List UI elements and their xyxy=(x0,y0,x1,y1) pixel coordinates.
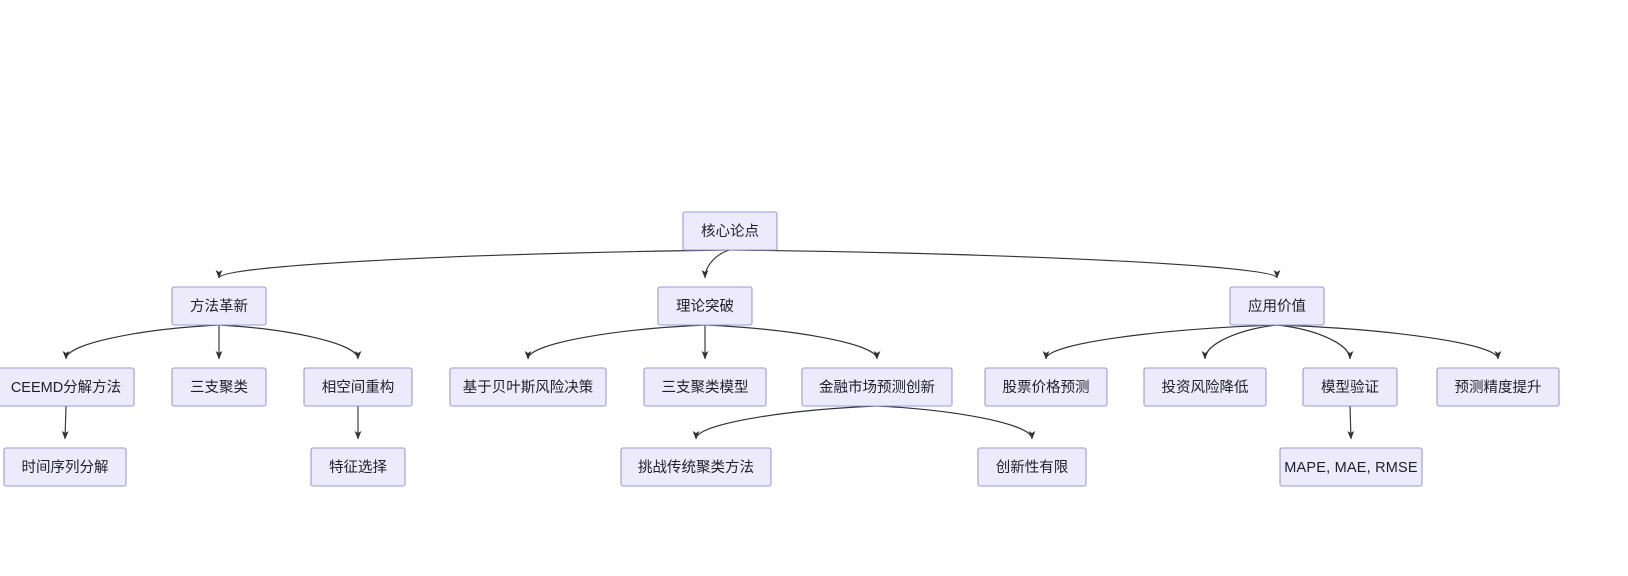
edge-l2f-to-l3c xyxy=(692,405,878,440)
node-root[interactable]: 核心论点 xyxy=(682,211,778,251)
edge-l2f-to-l3d xyxy=(876,405,1036,440)
node-l3c[interactable]: 挑战传统聚类方法 xyxy=(620,447,772,487)
node-box xyxy=(643,367,767,407)
node-box xyxy=(171,286,267,326)
node-box xyxy=(0,367,135,407)
node-l2i[interactable]: 模型验证 xyxy=(1302,367,1398,407)
node-box xyxy=(801,367,953,407)
node-l2j[interactable]: 预测精度提升 xyxy=(1436,367,1560,407)
node-box xyxy=(1436,367,1560,407)
node-l2f[interactable]: 金融市场预测创新 xyxy=(801,367,953,407)
edge-l2i-to-l3e xyxy=(1347,405,1355,440)
node-l1c[interactable]: 应用价值 xyxy=(1229,286,1325,326)
node-l3d[interactable]: 创新性有限 xyxy=(977,447,1087,487)
node-l2b[interactable]: 三支聚类 xyxy=(171,367,267,407)
edge-l1b-to-l2d xyxy=(524,324,706,360)
edge-l2a-to-l3a xyxy=(61,405,69,440)
edge-l1c-to-l2j xyxy=(1276,324,1502,360)
node-box xyxy=(303,367,413,407)
node-box xyxy=(657,286,753,326)
node-box xyxy=(977,447,1087,487)
node-l2c[interactable]: 相空间重构 xyxy=(303,367,413,407)
edge-l1c-to-l2g xyxy=(1042,324,1278,360)
node-box xyxy=(682,211,778,251)
edges-layer xyxy=(61,249,1502,440)
node-box xyxy=(310,447,406,487)
node-box xyxy=(171,367,267,407)
node-box xyxy=(620,447,772,487)
node-box xyxy=(1229,286,1325,326)
node-l3b[interactable]: 特征选择 xyxy=(310,447,406,487)
edge-l1c-to-l2i xyxy=(1276,324,1354,360)
edge-l1c-to-l2h xyxy=(1201,324,1278,360)
edge-l1a-to-l2a xyxy=(62,324,220,360)
node-box xyxy=(1302,367,1398,407)
edge-l1b-to-l2f xyxy=(704,324,881,360)
node-box xyxy=(3,447,127,487)
node-box xyxy=(984,367,1108,407)
node-l2h[interactable]: 投资风险降低 xyxy=(1143,367,1267,407)
node-l2e[interactable]: 三支聚类模型 xyxy=(643,367,767,407)
node-l2d[interactable]: 基于贝叶斯风险决策 xyxy=(449,367,607,407)
node-l2g[interactable]: 股票价格预测 xyxy=(984,367,1108,407)
node-l1a[interactable]: 方法革新 xyxy=(171,286,267,326)
edge-root-to-l1b xyxy=(701,249,731,279)
edge-root-to-l1c xyxy=(729,249,1281,279)
nodes-layer: 核心论点方法革新 理论突破 应用价值 CEEMD分解方法三支聚类相空间重构基于贝叶斯风… xyxy=(0,211,1560,487)
node-l3e[interactable]: MAPE, MAE, RMSE xyxy=(1279,447,1423,487)
edge-l1a-to-l2c xyxy=(218,324,362,360)
node-box xyxy=(1143,367,1267,407)
node-l1b[interactable]: 理论突破 xyxy=(657,286,753,326)
node-box xyxy=(449,367,607,407)
node-l2a[interactable]: CEEMD分解方法 xyxy=(0,367,135,407)
node-l3a[interactable]: 时间序列分解 xyxy=(3,447,127,487)
edge-root-to-l1a xyxy=(215,249,731,279)
node-box xyxy=(1279,447,1423,487)
